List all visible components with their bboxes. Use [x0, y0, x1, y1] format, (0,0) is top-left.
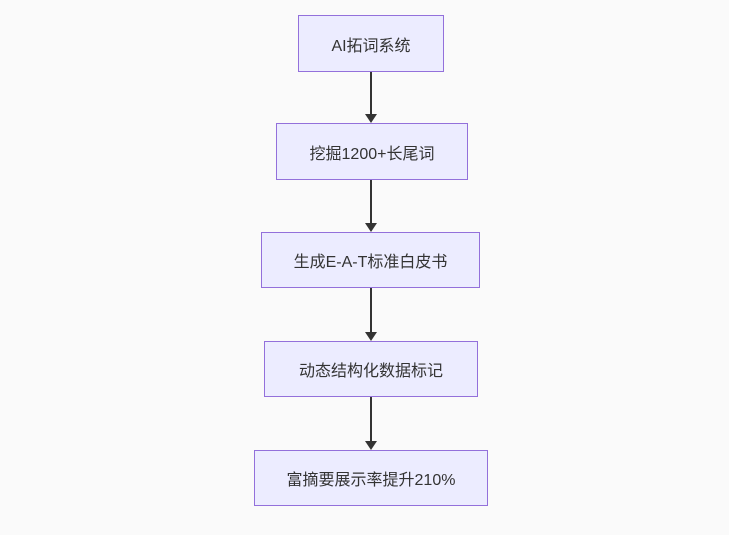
flow-arrow-3	[365, 288, 377, 341]
arrow-shaft	[370, 72, 372, 114]
arrowhead-down-icon	[365, 114, 377, 123]
arrowhead-down-icon	[365, 332, 377, 341]
flow-node-longtail-mining: 挖掘1200+长尾词	[276, 123, 468, 180]
arrow-shaft	[370, 180, 372, 223]
flow-node-ai-keyword-system: AI拓词系统	[298, 15, 444, 72]
flow-node-rich-snippet-uplift: 富摘要展示率提升210%	[254, 450, 488, 506]
flow-arrow-2	[365, 180, 377, 232]
arrowhead-down-icon	[365, 441, 377, 450]
arrow-shaft	[370, 288, 372, 332]
arrow-shaft	[370, 397, 372, 441]
flow-node-structured-data-markup: 动态结构化数据标记	[264, 341, 478, 397]
arrowhead-down-icon	[365, 223, 377, 232]
flow-arrow-1	[365, 72, 377, 123]
flow-node-eat-whitepaper: 生成E-A-T标准白皮书	[261, 232, 480, 288]
flow-arrow-4	[365, 397, 377, 450]
